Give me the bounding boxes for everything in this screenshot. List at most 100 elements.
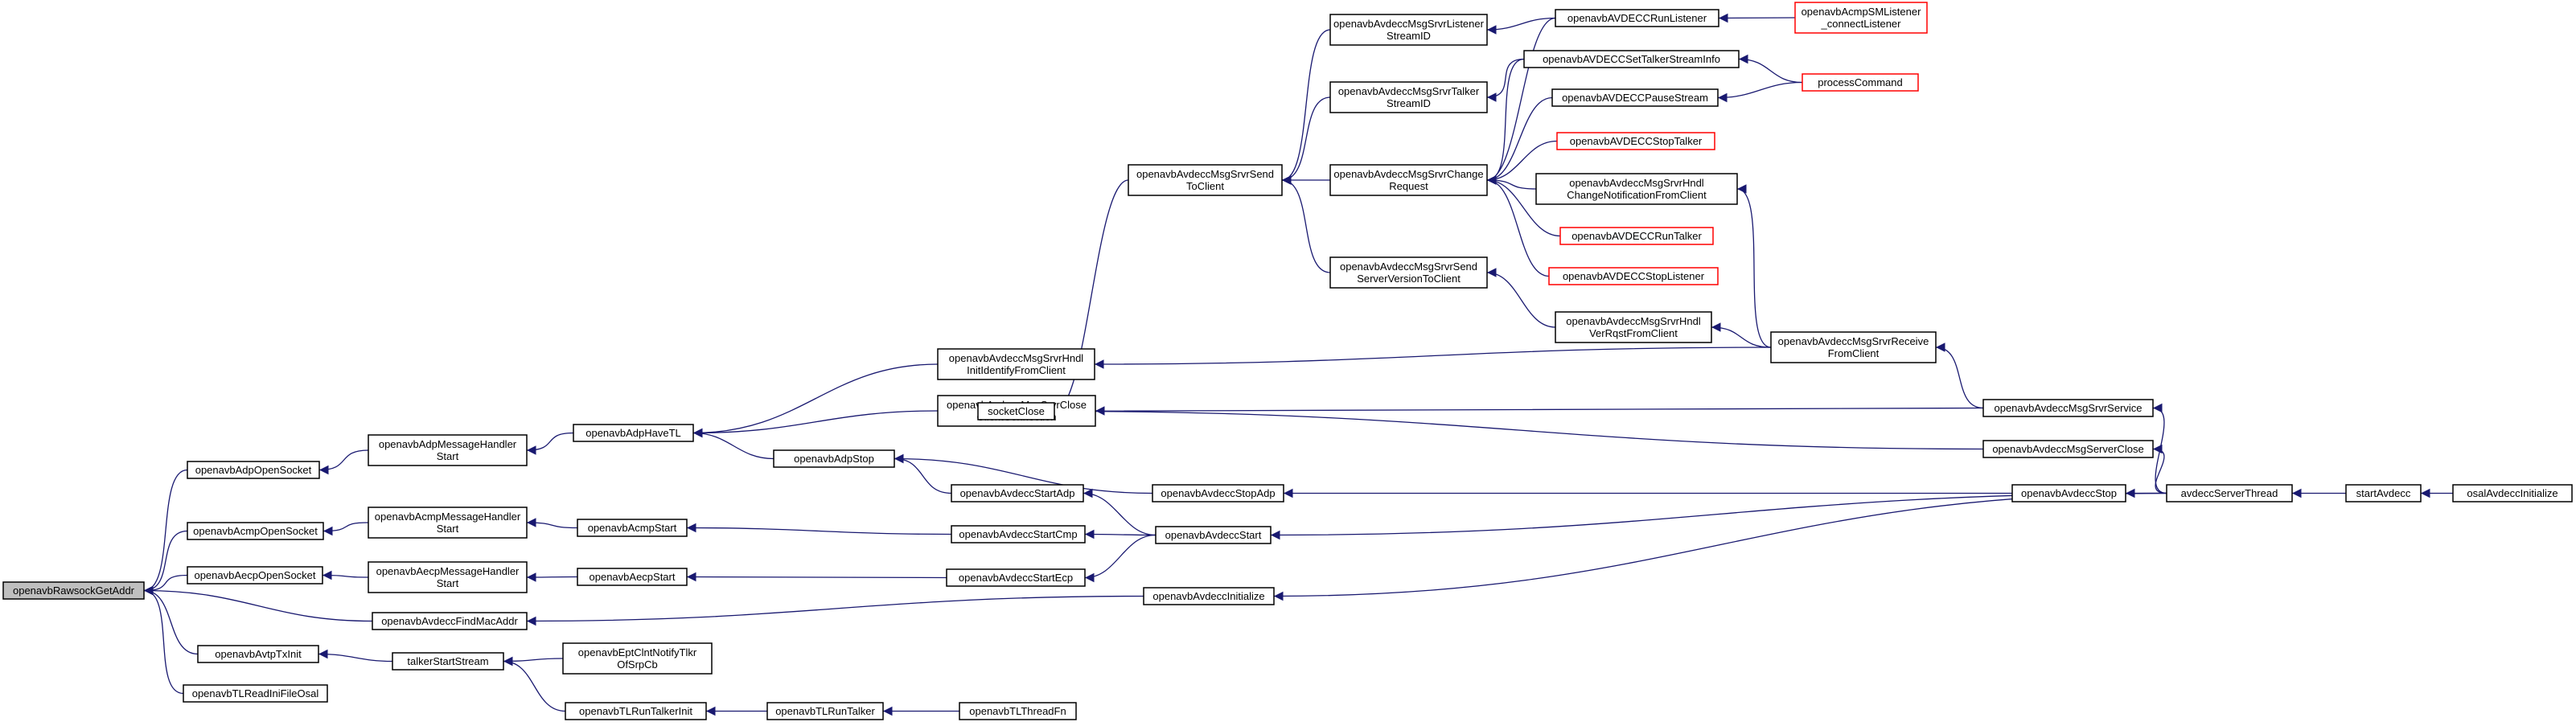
node-hndlInit[interactable]: openavbAvdeccMsgSrvrHndlInitIdentifyFrom… bbox=[937, 348, 1095, 380]
node-label: StreamID bbox=[1387, 97, 1431, 109]
node-label: openavbAecpStart bbox=[590, 571, 676, 583]
node-label: openavbEptClntNotifyTlkr bbox=[578, 646, 697, 658]
node-label: openavbAvdeccMsgSrvrHndl bbox=[1569, 177, 1704, 189]
call-edge-tlRunTI-to-talkerSS bbox=[503, 656, 566, 712]
node-tlRunT[interactable]: openavbTLRunTalker bbox=[766, 702, 884, 720]
call-edge-hndlInit-to-adpHaveTL bbox=[692, 363, 939, 438]
node-box bbox=[197, 645, 319, 663]
node-stopAdp[interactable]: openavbAvdeccStopAdp bbox=[1152, 484, 1284, 502]
node-label: openavbAvdeccMsgSrvrService bbox=[1994, 402, 2142, 414]
call-edge-runTalker-to-changeReq bbox=[1486, 175, 1561, 237]
call-edge-recvFrom-to-hndlInit bbox=[1094, 347, 1772, 369]
node-label: openavbAvdeccMsgServerClose bbox=[1992, 443, 2143, 455]
node-label: openavbAvdeccMsgSrvrHndl bbox=[949, 352, 1084, 364]
node-findMac[interactable]: openavbAvdeccFindMacAddr bbox=[372, 612, 528, 630]
node-label: Start bbox=[437, 450, 459, 462]
node-label: openavbAVDECCStopListener bbox=[1563, 270, 1705, 282]
node-box bbox=[1329, 256, 1488, 289]
call-edge-pauseStream-to-changeReq bbox=[1486, 96, 1553, 185]
node-adpOpen[interactable]: openavbAdpOpenSocket bbox=[187, 461, 320, 479]
node-label: openavbAvdeccStart bbox=[1165, 529, 1262, 541]
node-adpHaveTL[interactable]: openavbAdpHaveTL bbox=[573, 424, 694, 442]
node-serverThread[interactable]: avdeccServerThread bbox=[2166, 484, 2293, 502]
node-label: openavbTLRunTalkerInit bbox=[579, 705, 692, 717]
node-startCmp[interactable]: openavbAvdeccStartCmp bbox=[951, 525, 1086, 543]
call-edge-acmpStart-to-acmpMH bbox=[526, 518, 578, 529]
node-setTSI[interactable]: openavbAVDECCSetTalkerStreamInfo bbox=[1523, 50, 1740, 68]
call-edge-sendVer-to-sendToClient bbox=[1281, 175, 1331, 273]
call-edge-recvFrom-to-hndlChange bbox=[1736, 184, 1772, 348]
node-sendVer[interactable]: openavbAvdeccMsgSrvrSendServerVersionToC… bbox=[1329, 256, 1488, 289]
node-hndlChange[interactable]: openavbAvdeccMsgSrvrHndlChangeNotificati… bbox=[1535, 173, 1738, 205]
node-avdInit[interactable]: openavbAvdeccInitialize bbox=[1143, 587, 1275, 605]
node-label: openavbAcmpOpenSocket bbox=[193, 525, 318, 537]
node-box bbox=[946, 568, 1086, 587]
node-box bbox=[187, 522, 324, 540]
node-osalInit[interactable]: osalAvdeccInitialize bbox=[2452, 484, 2573, 502]
node-startEcp[interactable]: openavbAvdeccStartEcp bbox=[946, 568, 1086, 587]
node-adpStop[interactable]: openavbAdpStop bbox=[773, 449, 895, 468]
node-box bbox=[1555, 311, 1712, 343]
node-hndlVer[interactable]: openavbAvdeccMsgSrvrHndlVerRqstFromClien… bbox=[1555, 311, 1712, 343]
node-avdStart[interactable]: openavbAvdeccStart bbox=[1155, 526, 1272, 544]
node-tlRead[interactable]: openavbTLReadIniFileOsal bbox=[183, 684, 328, 703]
node-runTalker[interactable]: openavbAVDECCRunTalker bbox=[1559, 227, 1714, 245]
node-pauseStream[interactable]: openavbAVDECCPauseStream bbox=[1551, 88, 1719, 107]
call-edge-startEcp-to-aecpStart bbox=[686, 572, 947, 582]
node-sockClose[interactable]: socketClose bbox=[977, 402, 1055, 420]
node-label: openavbAvdeccMsgSrvrReceive bbox=[1778, 335, 1929, 347]
node-label: openavbAVDECCPauseStream bbox=[1562, 92, 1708, 104]
node-root[interactable]: openavbRawsockGetAddr bbox=[2, 581, 145, 600]
node-tlRunTI[interactable]: openavbTLRunTalkerInit bbox=[565, 702, 707, 720]
node-box bbox=[2, 581, 145, 600]
node-startAvdecc[interactable]: startAvdecc bbox=[2345, 484, 2422, 502]
node-box bbox=[577, 568, 688, 586]
node-aecpStart[interactable]: openavbAecpStart bbox=[577, 568, 688, 586]
node-aecpOpen[interactable]: openavbAecpOpenSocket bbox=[187, 566, 323, 584]
call-edge-adpOpen-to-root bbox=[143, 469, 188, 596]
node-srvrService[interactable]: openavbAvdeccMsgSrvrService bbox=[1982, 399, 2154, 417]
node-label: openavbAcmpSMListener bbox=[1802, 6, 1922, 18]
node-tlThread[interactable]: openavbTLThreadFn bbox=[959, 702, 1077, 720]
node-label: openavbAcmpStart bbox=[588, 522, 677, 534]
node-label: Start bbox=[437, 577, 459, 589]
node-avtpTx[interactable]: openavbAvtpTxInit bbox=[197, 645, 319, 663]
call-edge-talkerSID-to-sendToClient bbox=[1281, 96, 1331, 185]
node-talkerSS[interactable]: talkerStartStream bbox=[392, 652, 504, 671]
node-label: StreamID bbox=[1387, 30, 1431, 42]
node-processCmd[interactable]: processCommand bbox=[1802, 73, 1919, 92]
node-acmpSM[interactable]: openavbAcmpSMListener_connectListener bbox=[1794, 2, 1928, 34]
node-box bbox=[1556, 132, 1715, 150]
node-acmpOpen[interactable]: openavbAcmpOpenSocket bbox=[187, 522, 324, 540]
node-label: openavbAVDECCStopTalker bbox=[1570, 135, 1703, 147]
node-stopTalker[interactable]: openavbAVDECCStopTalker bbox=[1556, 132, 1715, 150]
node-box bbox=[951, 484, 1084, 502]
node-stopListener[interactable]: openavbAVDECCStopListener bbox=[1548, 267, 1719, 285]
call-edge-startCmp-to-acmpStart bbox=[686, 523, 952, 535]
node-acmpStart[interactable]: openavbAcmpStart bbox=[577, 519, 688, 537]
call-edge-srvrClose-to-adpHaveTL bbox=[692, 410, 939, 438]
node-runListener[interactable]: openavbAVDECCRunListener bbox=[1555, 9, 1719, 27]
call-edge-aecpStart-to-aecpMH bbox=[526, 572, 578, 582]
call-edge-serverThread-to-serverClose bbox=[2152, 444, 2167, 494]
node-avdStop[interactable]: openavbAvdeccStop bbox=[2011, 484, 2126, 502]
node-serverClose[interactable]: openavbAvdeccMsgServerClose bbox=[1982, 440, 2154, 458]
call-edge-recvFrom-to-hndlVer bbox=[1711, 322, 1772, 348]
node-label: openavbAvdeccInitialize bbox=[1152, 590, 1264, 602]
call-edge-acmpMH-to-acmpOpen bbox=[323, 522, 369, 536]
call-edge-serverThread-to-avdStart bbox=[1270, 492, 2167, 540]
node-startAdp[interactable]: openavbAvdeccStartAdp bbox=[951, 484, 1084, 502]
call-edge-processCmd-to-pauseStream bbox=[1717, 81, 1803, 103]
node-box bbox=[187, 461, 320, 479]
node-label: avdeccServerThread bbox=[2181, 487, 2278, 499]
